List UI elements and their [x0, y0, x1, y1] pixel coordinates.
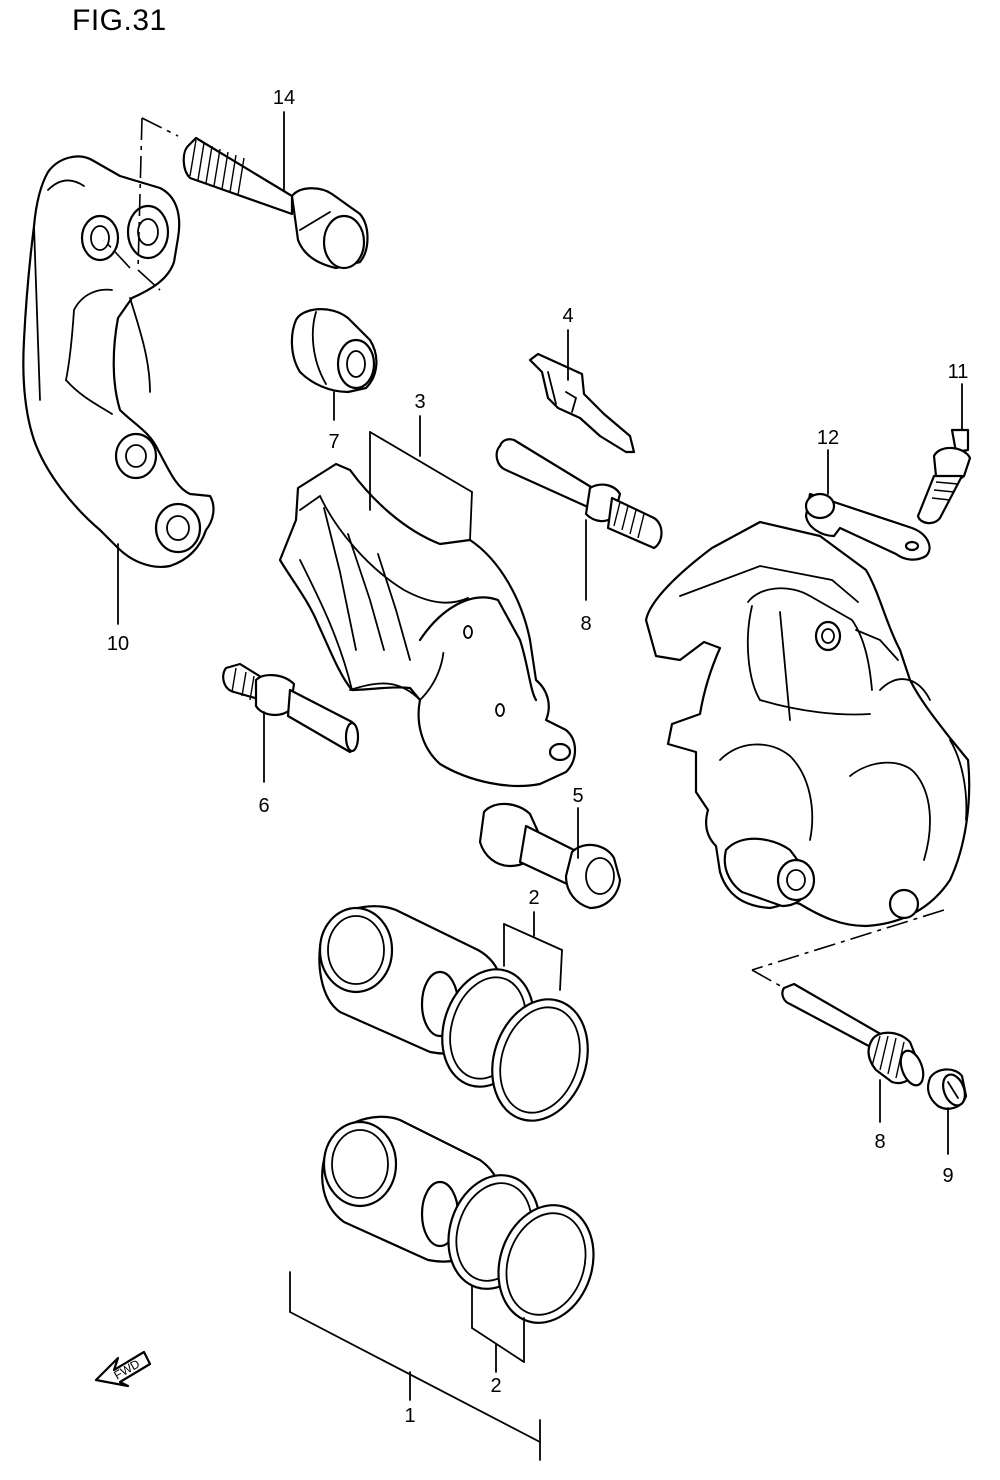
fwd-arrow-icon: FWD	[94, 1350, 152, 1388]
part-3-brake-pad-set	[278, 431, 577, 788]
callout-3: 3	[414, 391, 425, 413]
part-9-pad-pin	[781, 982, 925, 1087]
callout-14: 14	[273, 87, 295, 109]
figure-title: FIG.31	[72, 4, 167, 37]
callout-2-lower: 2	[490, 1375, 501, 1397]
callout-8: 8	[580, 613, 591, 635]
callout-5: 5	[572, 785, 583, 807]
caliper-housing	[644, 520, 971, 928]
piston-seal-lower-b	[497, 1204, 595, 1324]
callout-12: 11	[948, 361, 969, 383]
part-6-slide-pin	[222, 662, 360, 754]
leader-lines	[117, 111, 963, 1155]
callout-13: 12	[817, 427, 839, 449]
callout-11: 10	[107, 633, 129, 655]
callout-7: 7	[328, 431, 339, 453]
part-11-caliper-bracket	[22, 155, 215, 568]
part-10-plug	[927, 1068, 968, 1110]
bracket-item-2-upper	[503, 911, 563, 991]
bracket-item-1	[289, 1271, 541, 1461]
part-8-slide-pin	[495, 438, 663, 550]
part-7-sleeve-boot	[290, 308, 378, 394]
callout-4: 4	[562, 305, 573, 327]
callout-1: 1	[404, 1405, 415, 1427]
part-4-pad-spring	[528, 352, 636, 454]
callout-labels: 14 7 3 4 8 10 6 5 2 11 12 8 9 2 1	[107, 87, 969, 1427]
callout-2-upper: 2	[528, 887, 539, 909]
callout-10: 9	[942, 1165, 953, 1187]
alignment-lines	[103, 117, 945, 989]
part-13-bleeder-cap	[804, 492, 931, 561]
part-5-caliper-bolt	[478, 802, 622, 910]
piston-seal-upper-b	[491, 998, 589, 1122]
part-14-mounting-bolt	[182, 136, 369, 270]
callout-9: 8	[874, 1131, 885, 1153]
bracket-item-2-lower	[471, 1285, 525, 1373]
callout-6: 6	[258, 795, 269, 817]
part-12-bleeder-valve	[916, 428, 972, 525]
